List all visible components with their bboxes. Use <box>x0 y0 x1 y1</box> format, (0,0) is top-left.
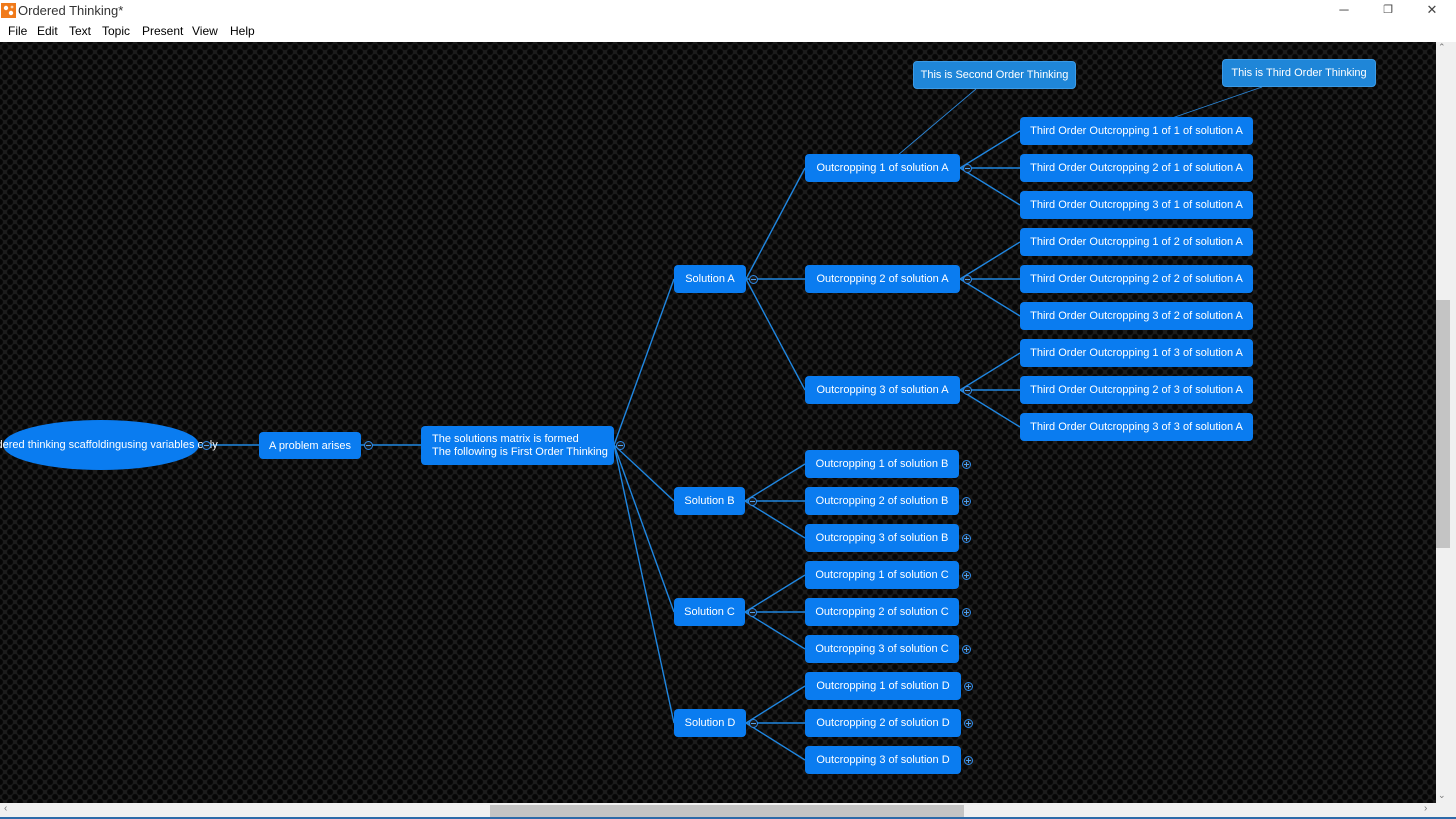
connector-line <box>744 500 806 539</box>
title-bar: Ordered Thinking* ─ ❐ ✕ <box>0 0 1456 22</box>
callout-connector <box>897 88 977 156</box>
menu-topic[interactable]: Topic <box>102 24 131 38</box>
connector-line <box>613 278 675 446</box>
expand-toggle[interactable] <box>962 645 971 654</box>
root-topic-line-1: Ordered thinking scaffolding <box>0 438 122 451</box>
close-button[interactable]: ✕ <box>1426 2 1438 17</box>
app-icon <box>1 3 16 18</box>
topic-third-order-a3-2[interactable]: Third Order Outcropping 2 of 3 of soluti… <box>1020 376 1253 404</box>
connector-line <box>613 444 675 613</box>
restore-button[interactable]: ❐ <box>1383 4 1393 16</box>
topic-solution-d[interactable]: Solution D <box>674 709 746 737</box>
topic-third-order-a1-3[interactable]: Third Order Outcropping 3 of 1 of soluti… <box>1020 191 1253 219</box>
callout-second-order[interactable]: This is Second Order Thinking <box>913 61 1076 89</box>
scroll-left-icon[interactable]: ‹ <box>4 803 8 814</box>
menu-edit[interactable]: Edit <box>37 24 58 38</box>
collapse-toggle[interactable] <box>202 441 211 450</box>
connector-lines <box>198 86 1263 761</box>
connector-line <box>959 130 1021 169</box>
connector-line <box>745 685 806 724</box>
topic-third-order-a3-1[interactable]: Third Order Outcropping 1 of 3 of soluti… <box>1020 339 1253 367</box>
topic-outcropping-b3[interactable]: Outcropping 3 of solution B <box>805 524 959 552</box>
connector-line <box>745 278 806 391</box>
matrix-line-2: The following is First Order Thinking <box>432 445 608 458</box>
vertical-scrollbar[interactable]: ⌃ ⌄ <box>1436 42 1456 803</box>
topic-third-order-a2-3[interactable]: Third Order Outcropping 3 of 2 of soluti… <box>1020 302 1253 330</box>
topic-third-order-a1-1[interactable]: Third Order Outcropping 1 of 1 of soluti… <box>1020 117 1253 145</box>
mindmap-canvas[interactable]: This is Second Order Thinking This is Th… <box>0 42 1436 803</box>
vertical-scroll-thumb[interactable] <box>1436 300 1450 548</box>
connector-line <box>744 611 806 650</box>
connector-line <box>613 444 675 724</box>
collapse-toggle[interactable] <box>616 441 625 450</box>
expand-toggle[interactable] <box>964 756 973 765</box>
connector-line <box>613 444 675 502</box>
connector-line <box>744 463 806 502</box>
expand-toggle[interactable] <box>962 497 971 506</box>
scroll-up-icon[interactable]: ⌃ <box>1438 42 1446 52</box>
topic-problem[interactable]: A problem arises <box>259 432 361 459</box>
callout-third-order[interactable]: This is Third Order Thinking <box>1222 59 1376 87</box>
topic-outcropping-a3[interactable]: Outcropping 3 of solution A <box>805 376 960 404</box>
menu-file[interactable]: File <box>8 24 28 38</box>
expand-toggle[interactable] <box>962 608 971 617</box>
topic-solution-a[interactable]: Solution A <box>674 265 746 293</box>
collapse-toggle[interactable] <box>749 719 758 728</box>
menu-text[interactable]: Text <box>69 24 92 38</box>
scroll-right-icon[interactable]: › <box>1424 803 1428 814</box>
connector-line <box>744 574 806 613</box>
menu-help[interactable]: Help <box>230 24 255 38</box>
menu-view[interactable]: View <box>192 24 218 38</box>
topic-outcropping-b2[interactable]: Outcropping 2 of solution B <box>805 487 959 515</box>
topic-outcropping-a2[interactable]: Outcropping 2 of solution A <box>805 265 960 293</box>
topic-third-order-a3-3[interactable]: Third Order Outcropping 3 of 3 of soluti… <box>1020 413 1253 441</box>
topic-third-order-a2-2[interactable]: Third Order Outcropping 2 of 2 of soluti… <box>1020 265 1253 293</box>
collapse-toggle[interactable] <box>963 275 972 284</box>
topic-outcropping-d2[interactable]: Outcropping 2 of solution D <box>805 709 961 737</box>
matrix-line-1: The solutions matrix is formed <box>432 432 579 445</box>
menu-present[interactable]: Present <box>142 24 184 38</box>
expand-toggle[interactable] <box>962 571 971 580</box>
topic-outcropping-d1[interactable]: Outcropping 1 of solution D <box>805 672 961 700</box>
connector-line <box>959 241 1021 280</box>
topic-outcropping-c2[interactable]: Outcropping 2 of solution C <box>805 598 959 626</box>
collapse-toggle[interactable] <box>748 608 757 617</box>
connector-line <box>959 167 1021 206</box>
root-topic-line-2: using variables only <box>121 438 218 451</box>
topic-outcropping-c1[interactable]: Outcropping 1 of solution C <box>805 561 959 589</box>
collapse-toggle[interactable] <box>749 275 758 284</box>
root-topic[interactable]: Ordered thinking scaffolding using varia… <box>0 420 218 470</box>
topic-solution-c[interactable]: Solution C <box>674 598 745 626</box>
menu-bar: File Edit Text Topic Present View Help <box>0 22 1456 42</box>
topic-outcropping-b1[interactable]: Outcropping 1 of solution B <box>805 450 959 478</box>
collapse-toggle[interactable] <box>963 164 972 173</box>
scrollbar-corner <box>1436 803 1456 817</box>
topic-solutions-matrix[interactable]: The solutions matrix is formed The follo… <box>421 426 614 465</box>
expand-toggle[interactable] <box>962 534 971 543</box>
topic-solution-b[interactable]: Solution B <box>674 487 745 515</box>
connector-line <box>959 352 1021 391</box>
expand-toggle[interactable] <box>962 460 971 469</box>
window-bottom-border <box>0 817 1456 819</box>
connector-line <box>959 278 1021 317</box>
topic-third-order-a1-2[interactable]: Third Order Outcropping 2 of 1 of soluti… <box>1020 154 1253 182</box>
expand-toggle[interactable] <box>964 719 973 728</box>
minimize-button[interactable]: ─ <box>1339 2 1349 17</box>
horizontal-scrollbar[interactable]: ‹ › <box>0 803 1436 817</box>
topic-outcropping-d3[interactable]: Outcropping 3 of solution D <box>805 746 961 774</box>
topic-third-order-a2-1[interactable]: Third Order Outcropping 1 of 2 of soluti… <box>1020 228 1253 256</box>
topic-outcropping-a1[interactable]: Outcropping 1 of solution A <box>805 154 960 182</box>
callout-connector <box>1171 86 1263 119</box>
horizontal-scroll-thumb[interactable] <box>490 805 964 817</box>
collapse-toggle[interactable] <box>963 386 972 395</box>
topic-outcropping-c3[interactable]: Outcropping 3 of solution C <box>805 635 959 663</box>
connector-line <box>745 722 806 761</box>
scroll-down-icon[interactable]: ⌄ <box>1438 790 1446 800</box>
expand-toggle[interactable] <box>964 682 973 691</box>
collapse-toggle[interactable] <box>364 441 373 450</box>
connector-line <box>745 167 806 280</box>
connector-line <box>959 389 1021 428</box>
window-title: Ordered Thinking* <box>18 3 124 18</box>
collapse-toggle[interactable] <box>748 497 757 506</box>
